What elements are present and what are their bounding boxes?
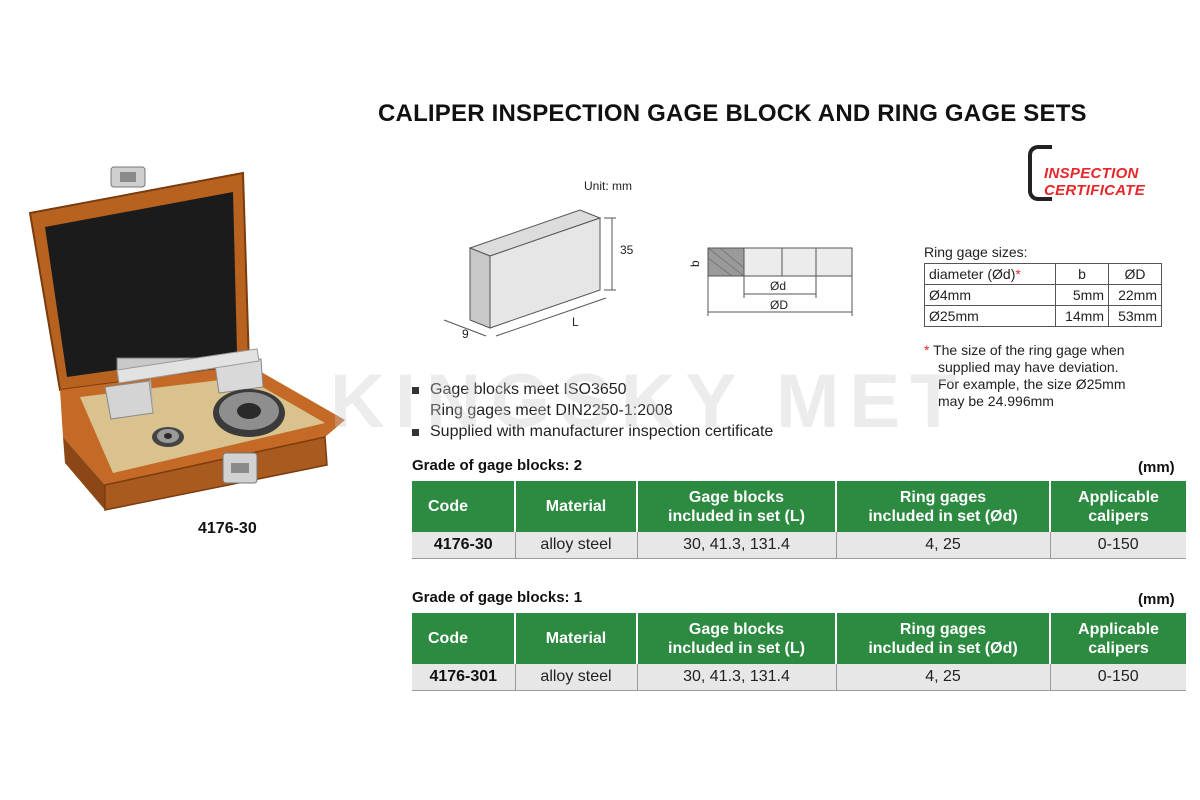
block-height-label: 35 (620, 243, 634, 257)
ring-header-od: ØD (1108, 263, 1162, 285)
cell-calipers: 0-150 (1050, 532, 1186, 559)
page-title: CALIPER INSPECTION GAGE BLOCK AND RING G… (378, 100, 1087, 127)
dimension-drawing: Unit: mm 35 L 9 b Ød ØD (443, 179, 853, 341)
header-code: Code (412, 613, 516, 664)
cell-calipers: 0-150 (1050, 664, 1186, 691)
ring-header-diameter: diameter (Ød)* (924, 263, 1056, 285)
ring-inner-label: Ød (770, 279, 786, 293)
deviation-note: * The size of the ring gage when supplie… (924, 342, 1126, 409)
ring-gage-header-row: diameter (Ød)* b ØD (924, 263, 1162, 285)
cell-ring-gages: 4, 25 (836, 532, 1051, 559)
list-item: Supplied with manufacturer inspection ce… (412, 421, 773, 442)
table-row: 4176-30 alloy steel 30, 41.3, 131.4 4, 2… (412, 532, 1186, 559)
watermark: KINGSKY MET (330, 359, 967, 444)
ring-outer-label: ØD (770, 298, 788, 312)
ring-cell-d: Ø25mm (924, 305, 1056, 327)
cell-gage-blocks: 30, 41.3, 131.4 (637, 532, 837, 559)
cell-material: alloy steel (515, 532, 638, 559)
ring-cell-od: 53mm (1108, 305, 1162, 327)
unit-label: (mm) (1138, 591, 1175, 608)
ring-gage-table: diameter (Ød)* b ØD Ø4mm 5mm 22mm Ø25mm … (924, 263, 1162, 327)
cell-gage-blocks: 30, 41.3, 131.4 (637, 664, 837, 691)
unit-label: Unit: mm (584, 179, 632, 193)
ring-cell-b: 5mm (1055, 284, 1109, 306)
table-row: Ø4mm 5mm 22mm (924, 284, 1162, 306)
unit-label: (mm) (1138, 459, 1175, 476)
grade-label: Grade of gage blocks: 1 (412, 589, 583, 606)
cell-material: alloy steel (515, 664, 638, 691)
header-material: Material (515, 481, 638, 532)
header-code: Code (412, 481, 516, 532)
certificate-line-1: INSPECTION (1044, 165, 1139, 182)
header-material: Material (515, 613, 638, 664)
cell-code: 4176-30 (412, 532, 516, 559)
table-row: 4176-301 alloy steel 30, 41.3, 131.4 4, … (412, 664, 1186, 691)
cell-ring-gages: 4, 25 (836, 664, 1051, 691)
block-width-label: 9 (462, 327, 469, 341)
certificate-bracket-icon (1028, 145, 1052, 201)
ring-gage-caption: Ring gage sizes: (924, 244, 1028, 260)
feature-list: Gage blocks meet ISO3650 Ring gages meet… (412, 379, 773, 442)
ring-cell-b: 14mm (1055, 305, 1109, 327)
product-photo (28, 166, 345, 511)
ring-cell-od: 22mm (1108, 284, 1162, 306)
block-length-label: L (572, 315, 579, 329)
list-item: Ring gages meet DIN2250-1:2008 (430, 402, 673, 419)
inspection-certificate-badge: INSPECTION CERTIFICATE (1028, 145, 1188, 201)
note-star-icon: * (924, 342, 930, 358)
bullet-icon (412, 387, 419, 394)
certificate-line-2: CERTIFICATE (1044, 182, 1146, 199)
ring-cell-d: Ø4mm (924, 284, 1056, 306)
grade-label: Grade of gage blocks: 2 (412, 457, 583, 474)
ring-b-label: b (688, 260, 702, 267)
product-code-label: 4176-30 (198, 520, 257, 537)
list-item: Gage blocks meet ISO3650 (412, 379, 773, 400)
bullet-icon (412, 429, 419, 436)
cell-code: 4176-301 (412, 664, 516, 691)
table-row: Ø25mm 14mm 53mm (924, 305, 1162, 327)
ring-header-b: b (1055, 263, 1109, 285)
